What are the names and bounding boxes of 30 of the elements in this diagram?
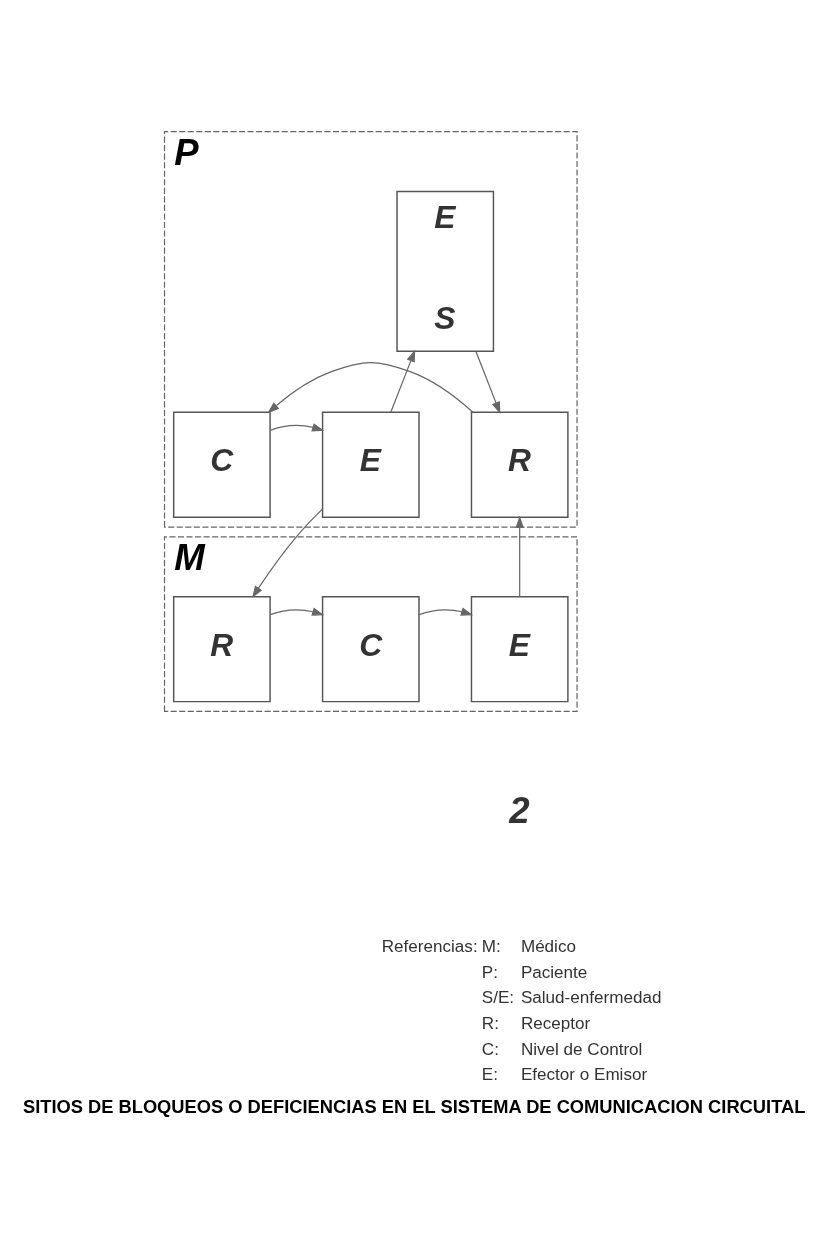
label: Receptor <box>520 1013 591 1033</box>
label: Efector o Emisor <box>520 1065 648 1085</box>
label: Médico <box>520 937 576 957</box>
label: Nivel de Control <box>520 1039 643 1059</box>
label: P: <box>481 962 498 982</box>
node-box: C <box>321 595 420 703</box>
label: Referencias: <box>381 937 478 957</box>
arrow <box>515 515 524 598</box>
node-box: E <box>321 411 420 519</box>
arrow <box>269 607 325 616</box>
label: E: <box>481 1065 498 1085</box>
label: 2 <box>509 790 530 832</box>
node-box: R <box>470 411 569 519</box>
node-box: R <box>172 595 271 703</box>
caption: SITIOS DE BLOQUEOS O DEFICIENCIAS EN EL SISTEMA DE COMUNICACION CIRCUITAL <box>22 1095 806 1117</box>
node-box: E <box>470 595 569 703</box>
arrow <box>475 350 501 415</box>
arrow <box>390 349 416 413</box>
label: R: <box>481 1013 499 1033</box>
label: Paciente <box>520 962 588 982</box>
label: S/E: <box>481 988 515 1008</box>
label: Salud-enfermedad <box>520 988 662 1008</box>
arrow <box>267 361 474 414</box>
node-box: C <box>172 411 271 519</box>
node-box: E S <box>396 190 495 353</box>
label: C: <box>481 1039 499 1059</box>
label: M: <box>481 937 501 957</box>
arrow <box>418 607 474 616</box>
arrow <box>251 508 323 598</box>
arrow <box>269 423 325 432</box>
